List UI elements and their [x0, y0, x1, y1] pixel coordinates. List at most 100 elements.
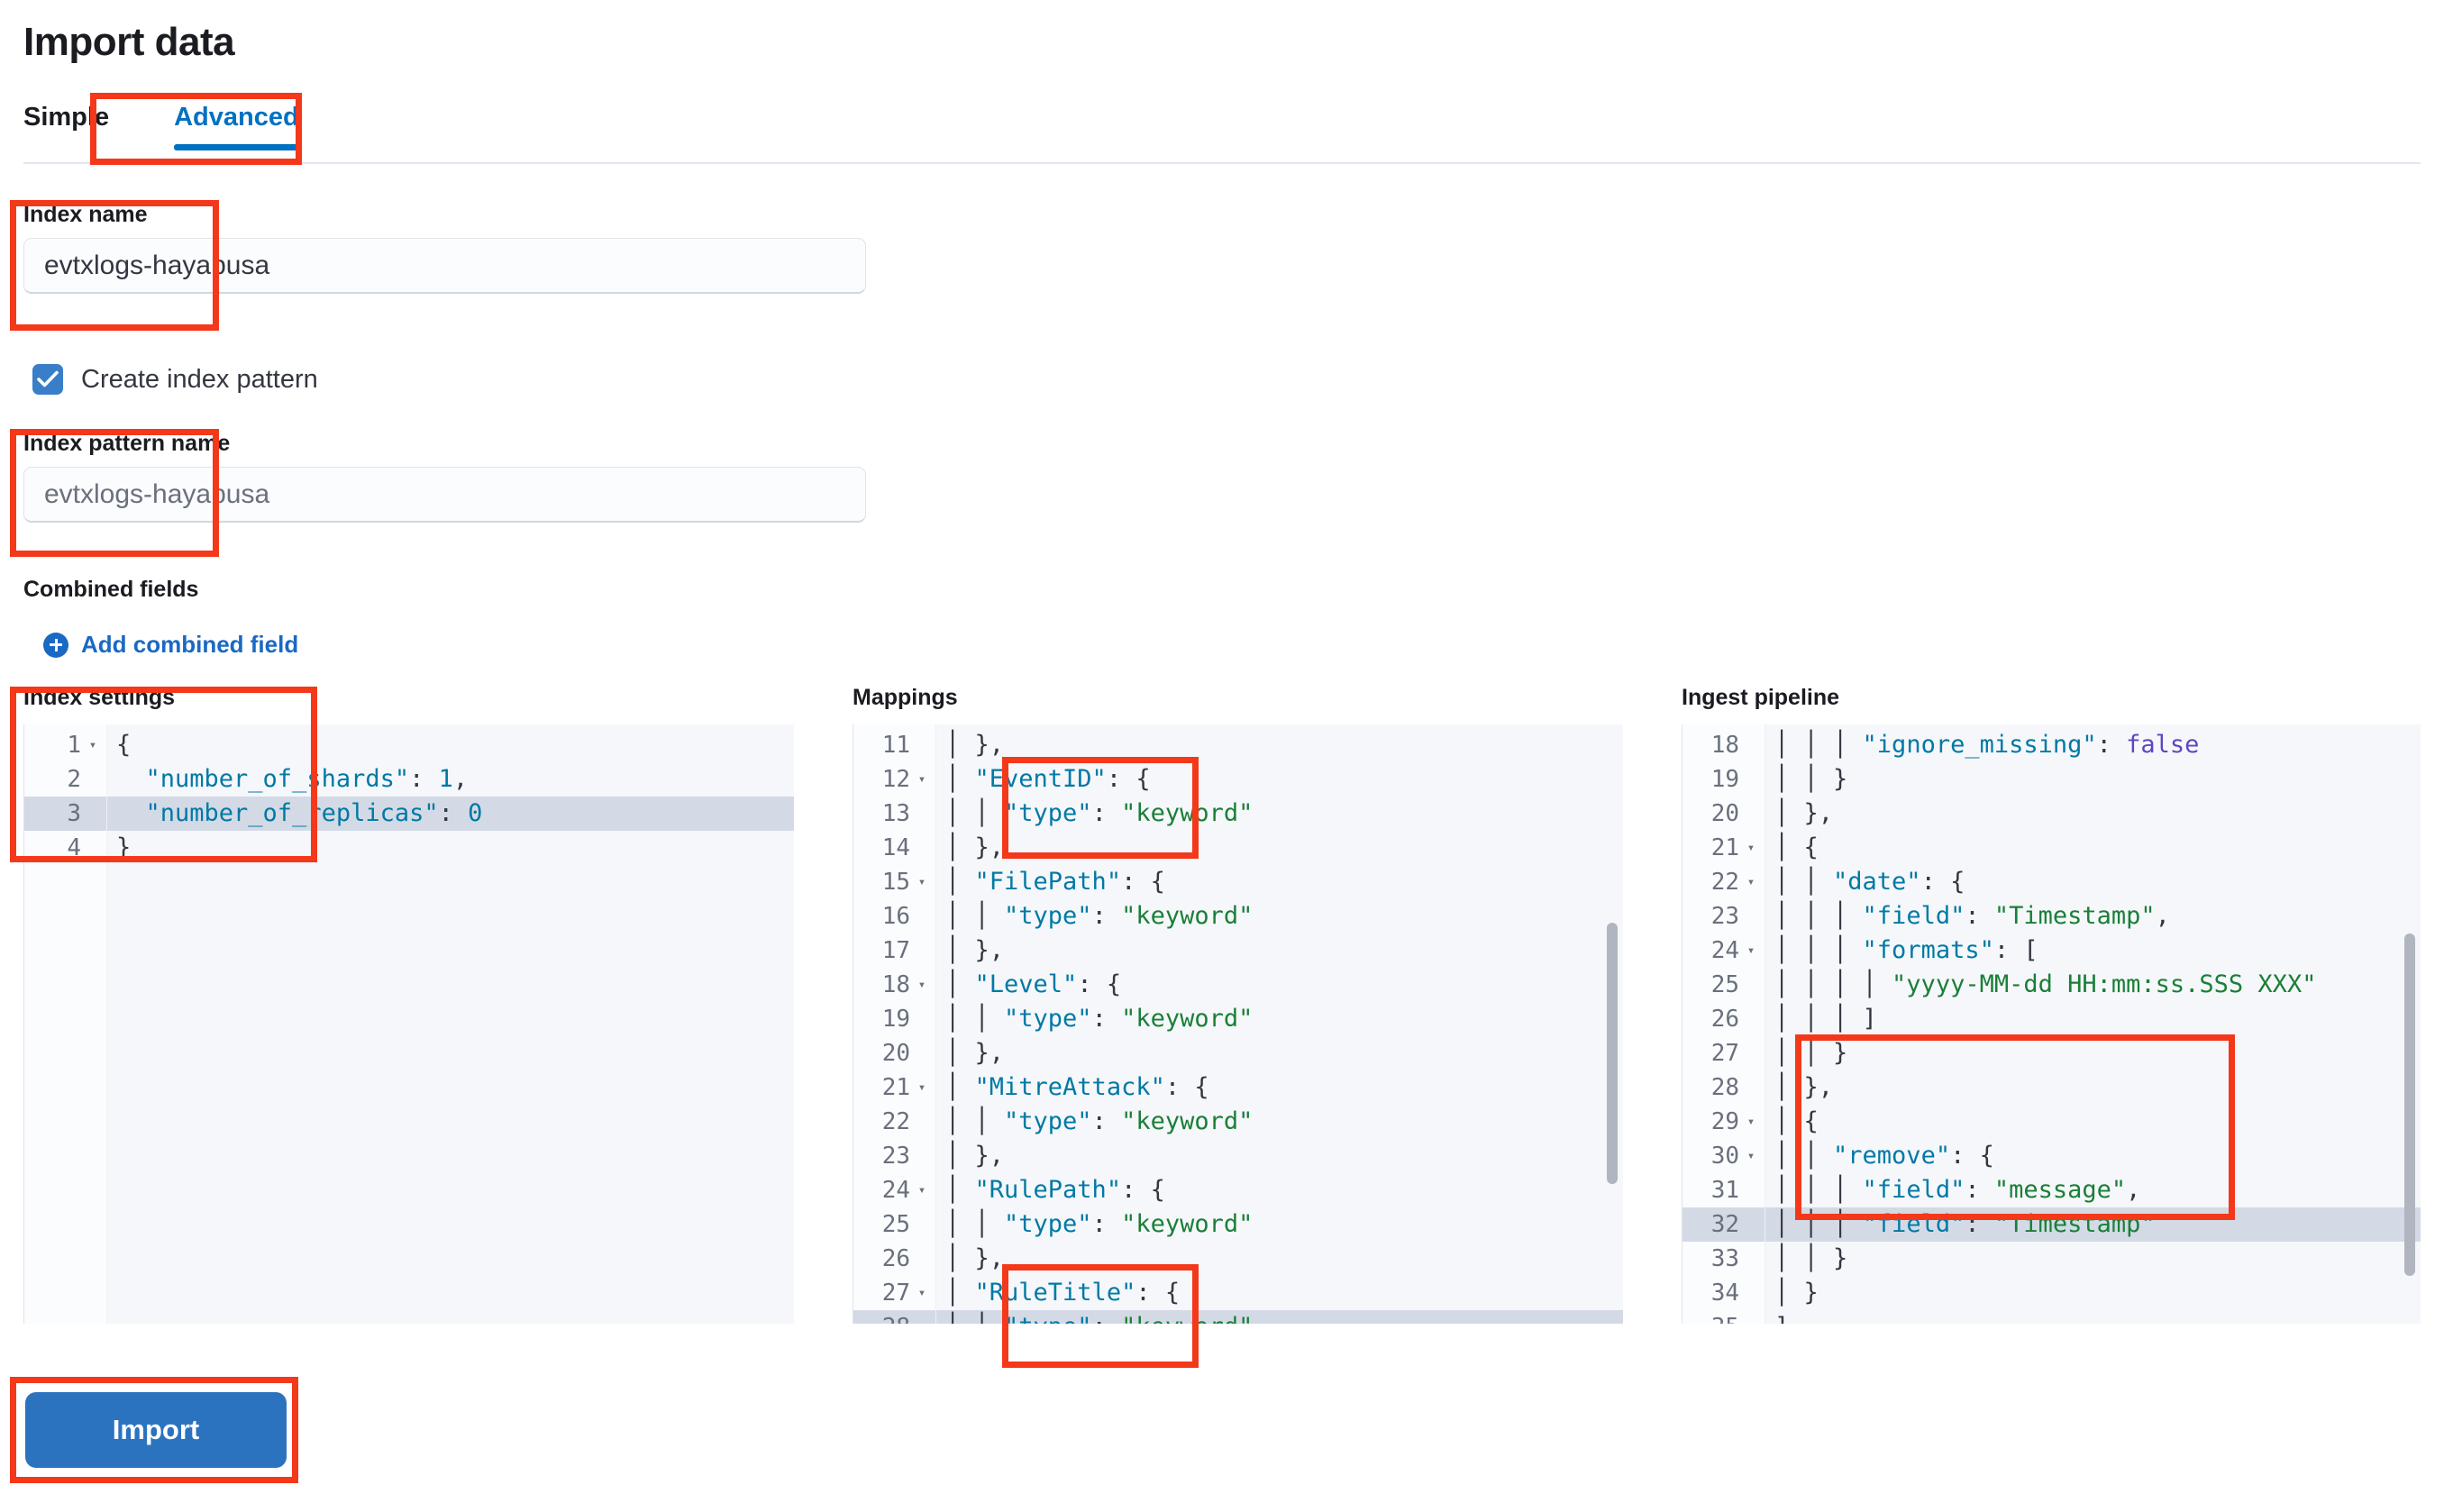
line-number: 22▾: [881, 1108, 910, 1135]
page-title: Import data: [23, 20, 235, 64]
import-button[interactable]: Import: [25, 1392, 287, 1468]
code-line[interactable]: │ "Level": {: [945, 970, 1122, 998]
line-number: 16▾: [881, 903, 910, 930]
tab-divider: [23, 162, 2421, 164]
code-line[interactable]: │ │ │ "ignore_missing": false: [1774, 731, 2200, 759]
mappings-scrollbar[interactable]: [1607, 923, 1618, 1184]
ingest-pipeline-gutter: 18▾19▾20▾21▾22▾23▾24▾25▾26▾27▾28▾29▾30▾3…: [1683, 724, 1765, 1324]
checkbox-icon[interactable]: [32, 364, 63, 395]
fold-toggle-icon[interactable]: ▾: [917, 978, 926, 992]
ingest-pipeline-editor[interactable]: 18▾19▾20▾21▾22▾23▾24▾25▾26▾27▾28▾29▾30▾3…: [1682, 724, 2421, 1324]
fold-toggle-icon[interactable]: ▾: [917, 1183, 926, 1198]
code-line[interactable]: }: [116, 833, 132, 861]
line-number: 32▾: [1683, 1207, 1765, 1242]
code-line[interactable]: │ },: [1774, 1073, 1834, 1101]
line-number: 14▾: [881, 834, 910, 861]
code-line[interactable]: ]: [1765, 1310, 2421, 1324]
code-line[interactable]: │ │ }: [1774, 1244, 1848, 1272]
line-number: 26▾: [1710, 1006, 1739, 1033]
line-number: 27▾: [1710, 1040, 1739, 1067]
line-number: 23▾: [881, 1143, 910, 1170]
fold-toggle-icon[interactable]: ▾: [917, 772, 926, 787]
index-settings-code[interactable]: { "number_of_shards": 1, "number_of_repl…: [107, 724, 794, 1324]
code-line[interactable]: "number_of_replicas": 0: [107, 797, 794, 831]
line-number: 18▾: [1710, 732, 1739, 759]
code-line[interactable]: │ │ "remove": {: [1774, 1142, 1994, 1170]
index-name-label: Index name: [23, 202, 148, 227]
code-line[interactable]: │ │ "type": "keyword": [945, 902, 1254, 930]
code-line[interactable]: │ },: [945, 1142, 1005, 1170]
code-line[interactable]: │ │ "type": "keyword": [945, 799, 1254, 827]
code-line[interactable]: │ },: [945, 1244, 1005, 1272]
ingest-pipeline-scrollbar[interactable]: [2404, 934, 2415, 1276]
code-line[interactable]: │ │ "date": {: [1774, 868, 1965, 896]
code-line[interactable]: │ },: [945, 833, 1005, 861]
line-number: 1▾: [24, 728, 106, 762]
code-line[interactable]: │ │ "type": "keyword": [936, 1310, 1623, 1324]
fold-toggle-icon[interactable]: ▾: [88, 738, 97, 752]
index-name-input[interactable]: evtxlogs-hayabusa: [23, 238, 866, 294]
line-number: 4▾: [67, 834, 81, 861]
index-settings-editor[interactable]: 1▾2▾3▾4▾ { "number_of_shards": 1, "numbe…: [23, 724, 794, 1324]
line-number: 27▾: [853, 1276, 935, 1310]
line-number: 34▾: [1710, 1280, 1739, 1307]
mappings-gutter: 11▾12▾13▾14▾15▾16▾17▾18▾19▾20▾21▾22▾23▾2…: [853, 724, 936, 1324]
mappings-code[interactable]: │ }, │ "EventID": { │ │ "type": "keyword" │…: [936, 724, 1623, 1324]
mappings-editor[interactable]: 11▾12▾13▾14▾15▾16▾17▾18▾19▾20▾21▾22▾23▾2…: [853, 724, 1623, 1324]
code-line[interactable]: │ },: [945, 1039, 1005, 1067]
code-line[interactable]: │ │ "type": "keyword": [945, 1210, 1254, 1238]
code-line[interactable]: │ │ │ "field": "message",: [1774, 1176, 2141, 1204]
code-line[interactable]: │ │ "type": "keyword": [945, 1005, 1254, 1033]
code-line[interactable]: │ │ }: [1774, 765, 1848, 793]
code-line[interactable]: │ │ "type": "keyword": [945, 1107, 1254, 1135]
code-line[interactable]: {: [116, 731, 132, 759]
code-line[interactable]: │ "RuleTitle": {: [945, 1279, 1181, 1307]
combined-fields-label: Combined fields: [23, 577, 199, 602]
create-index-pattern-row[interactable]: Create index pattern: [32, 364, 318, 395]
line-number: 23▾: [1710, 903, 1739, 930]
code-line[interactable]: │ {: [1774, 833, 1819, 861]
line-number: 17▾: [881, 937, 910, 964]
fold-toggle-icon[interactable]: ▾: [1746, 841, 1755, 855]
code-line[interactable]: │ },: [945, 936, 1005, 964]
line-number: 21▾: [853, 1070, 935, 1105]
code-line[interactable]: │ "MitreAttack": {: [945, 1073, 1209, 1101]
line-number: 13▾: [881, 800, 910, 827]
code-line[interactable]: │ │ }: [1774, 1039, 1848, 1067]
line-number: 24▾: [1683, 934, 1765, 968]
fold-toggle-icon[interactable]: ▾: [917, 1080, 926, 1095]
mappings-title: Mappings: [853, 685, 958, 710]
line-number: 2▾: [67, 766, 81, 793]
code-line[interactable]: │ },: [1774, 799, 1834, 827]
code-line[interactable]: │ │ │ ]: [1774, 1005, 1877, 1033]
code-line[interactable]: │ "RulePath": {: [945, 1176, 1165, 1204]
code-line[interactable]: │ },: [945, 731, 1005, 759]
line-number: 12▾: [853, 762, 935, 797]
code-line[interactable]: │ }: [1774, 1279, 1819, 1307]
code-line[interactable]: "number_of_shards": 1,: [116, 765, 469, 793]
code-line[interactable]: │ │ │ "formats": [: [1774, 936, 2038, 964]
code-line[interactable]: │ "EventID": {: [945, 765, 1151, 793]
ingest-pipeline-code[interactable]: │ │ │ "ignore_missing": false │ │ } │ }, │ …: [1765, 724, 2421, 1324]
index-settings-title: Index settings: [23, 685, 176, 710]
fold-toggle-icon[interactable]: ▾: [1746, 943, 1755, 958]
ingest-pipeline-title: Ingest pipeline: [1682, 685, 1840, 710]
fold-toggle-icon[interactable]: ▾: [917, 875, 926, 889]
add-combined-field-label: Add combined field: [81, 631, 299, 658]
fold-toggle-icon[interactable]: ▾: [1746, 1115, 1755, 1129]
tab-advanced[interactable]: Advanced: [140, 97, 330, 150]
fold-toggle-icon[interactable]: ▾: [917, 1286, 926, 1300]
tab-simple[interactable]: Simple: [23, 103, 110, 132]
line-number: 25▾: [881, 1211, 910, 1238]
fold-toggle-icon[interactable]: ▾: [1746, 875, 1755, 889]
code-line[interactable]: │ │ │ "field": "Timestamp": [1765, 1207, 2421, 1242]
code-line[interactable]: │ │ │ │ "yyyy-MM-dd HH:mm:ss.SSS XXX": [1774, 970, 2317, 998]
code-line[interactable]: │ │ │ "field": "Timestamp",: [1774, 902, 2170, 930]
fold-toggle-icon[interactable]: ▾: [1746, 1149, 1755, 1163]
mappings-column: Mappings 11▾12▾13▾14▾15▾16▾17▾18▾19▾20▾2…: [853, 685, 1623, 1324]
code-line[interactable]: │ {: [1774, 1107, 1819, 1135]
code-line[interactable]: │ "FilePath": {: [945, 868, 1165, 896]
index-pattern-name-input[interactable]: evtxlogs-hayabusa: [23, 467, 866, 523]
add-combined-field-button[interactable]: Add combined field: [43, 631, 298, 659]
